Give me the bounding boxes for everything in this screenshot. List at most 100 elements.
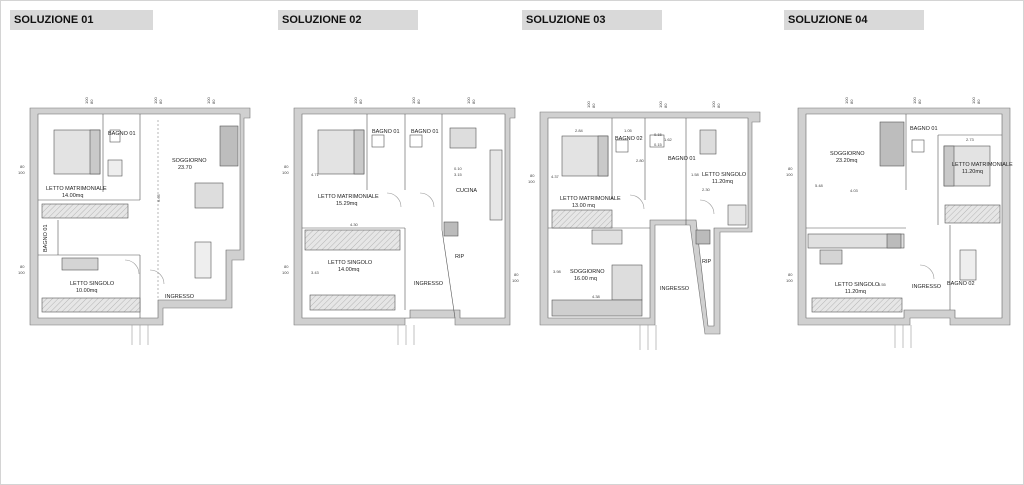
- room-label: SOGGIORNO: [570, 269, 605, 275]
- dim: 100: [528, 179, 535, 184]
- plan-01: [29, 107, 251, 345]
- dim: 4.38: [592, 294, 601, 299]
- room-label: BAGNO 01: [43, 224, 49, 252]
- room-area: 11.20mq: [845, 289, 866, 295]
- room-area: 23.70: [178, 165, 192, 171]
- dim: 100: [282, 270, 289, 275]
- room-label: RIP: [702, 259, 712, 265]
- room-area: 13.00 mq: [572, 203, 595, 209]
- plan-04: [797, 107, 1011, 348]
- solution-01-title: SOLUZIONE 01: [10, 10, 153, 30]
- room-label: INGRESSO: [414, 281, 444, 287]
- dim: 80: [788, 272, 793, 277]
- dim: 4.30: [350, 222, 359, 227]
- dim: 100: [786, 278, 793, 283]
- room-label: INGRESSO: [912, 284, 942, 290]
- room-label: INGRESSO: [660, 286, 690, 292]
- room-label: RIP: [455, 254, 465, 260]
- room-label: SOGGIORNO: [172, 158, 207, 164]
- dim: 4.71: [311, 172, 320, 177]
- dim: 3.43: [311, 270, 320, 275]
- dim: 6.65: [156, 193, 161, 202]
- dim: 100: [84, 97, 89, 104]
- room-label: LETTO SINGOLO: [835, 282, 880, 288]
- room-area: 11.20mq: [962, 169, 983, 175]
- room-area: 16.00 mq: [574, 276, 597, 282]
- dim: 80: [917, 99, 922, 104]
- room-label: LETTO SINGOLO: [702, 172, 747, 178]
- dim: 1.05: [624, 128, 633, 133]
- dim: 100: [411, 97, 416, 104]
- dim: 100: [512, 278, 519, 283]
- room-label: BAGNO 01: [108, 131, 136, 137]
- dim: 80: [284, 264, 289, 269]
- dim: 0.10: [454, 166, 463, 171]
- dim: 80: [89, 99, 94, 104]
- dim: 100: [786, 172, 793, 177]
- room-label: SOGGIORNO: [830, 151, 865, 157]
- room-label: BAGNO 01: [372, 129, 400, 135]
- dim: 1.58: [691, 172, 700, 177]
- dim: 80: [358, 99, 363, 104]
- dim: 100: [912, 97, 917, 104]
- room-area: 14.00mq: [62, 193, 83, 199]
- dim: 80: [20, 264, 25, 269]
- dim: 80: [211, 99, 216, 104]
- room-label: BAGNO 01: [910, 126, 938, 132]
- dim: 3.15: [454, 172, 463, 177]
- dim: 0.15: [654, 132, 663, 137]
- solution-02-title: SOLUZIONE 02: [278, 10, 418, 30]
- room-area: 15.29mq: [336, 201, 357, 207]
- room-area: 10.00mq: [76, 288, 97, 294]
- room-label: LETTO SINGOLO: [328, 260, 373, 266]
- solution-04-title: SOLUZIONE 04: [784, 10, 924, 30]
- dim: 100: [466, 97, 471, 104]
- room-label: LETTO MATRIMONIALE: [952, 162, 1013, 168]
- room-label: LETTO MATRIMONIALE: [318, 194, 379, 200]
- dim: 100: [353, 97, 358, 104]
- dim: 100: [18, 170, 25, 175]
- room-label: INGRESSO: [165, 294, 195, 300]
- dim: 1.62: [664, 137, 673, 142]
- room-label: CUCINA: [456, 188, 477, 194]
- dim: 2.84: [575, 128, 584, 133]
- room-label: BAGNO 02: [615, 136, 643, 142]
- dim: 80: [591, 103, 596, 108]
- dim: 0.15: [654, 142, 663, 147]
- room-label: LETTO MATRIMONIALE: [46, 186, 107, 192]
- dim: 100: [711, 101, 716, 108]
- plan-02: [293, 107, 516, 345]
- dim: 80: [849, 99, 854, 104]
- dim: 100: [971, 97, 976, 104]
- dim: 3.55: [878, 282, 887, 287]
- dim: 100: [586, 101, 591, 108]
- dim: 3.98: [553, 269, 562, 274]
- room-area: 14.00mq: [338, 267, 359, 273]
- dim: 80: [284, 164, 289, 169]
- dim: 80: [514, 272, 519, 277]
- dim: 100: [153, 97, 158, 104]
- plan-03: [539, 111, 761, 350]
- dim: 80: [788, 166, 793, 171]
- dim: 2.30: [702, 187, 711, 192]
- solution-03-title: SOLUZIONE 03: [522, 10, 662, 30]
- dim: 100: [282, 170, 289, 175]
- dim: 80: [976, 99, 981, 104]
- dim: 5.48: [815, 183, 824, 188]
- room-area: 11.20mq: [712, 179, 733, 185]
- dim: 80: [416, 99, 421, 104]
- dim: 100: [18, 270, 25, 275]
- room-area: 23.20mq: [836, 158, 857, 164]
- dim: 80: [663, 103, 668, 108]
- room-label: BAGNO 02: [947, 281, 975, 287]
- dim: 80: [20, 164, 25, 169]
- room-label: BAGNO 01: [411, 129, 439, 135]
- dim: 100: [844, 97, 849, 104]
- dim: 2.80: [636, 158, 645, 163]
- dim: 2.73: [966, 137, 975, 142]
- room-label: LETTO MATRIMONIALE: [560, 196, 621, 202]
- dim: 100: [206, 97, 211, 104]
- dim: 80: [716, 103, 721, 108]
- room-label: BAGNO 01: [668, 156, 696, 162]
